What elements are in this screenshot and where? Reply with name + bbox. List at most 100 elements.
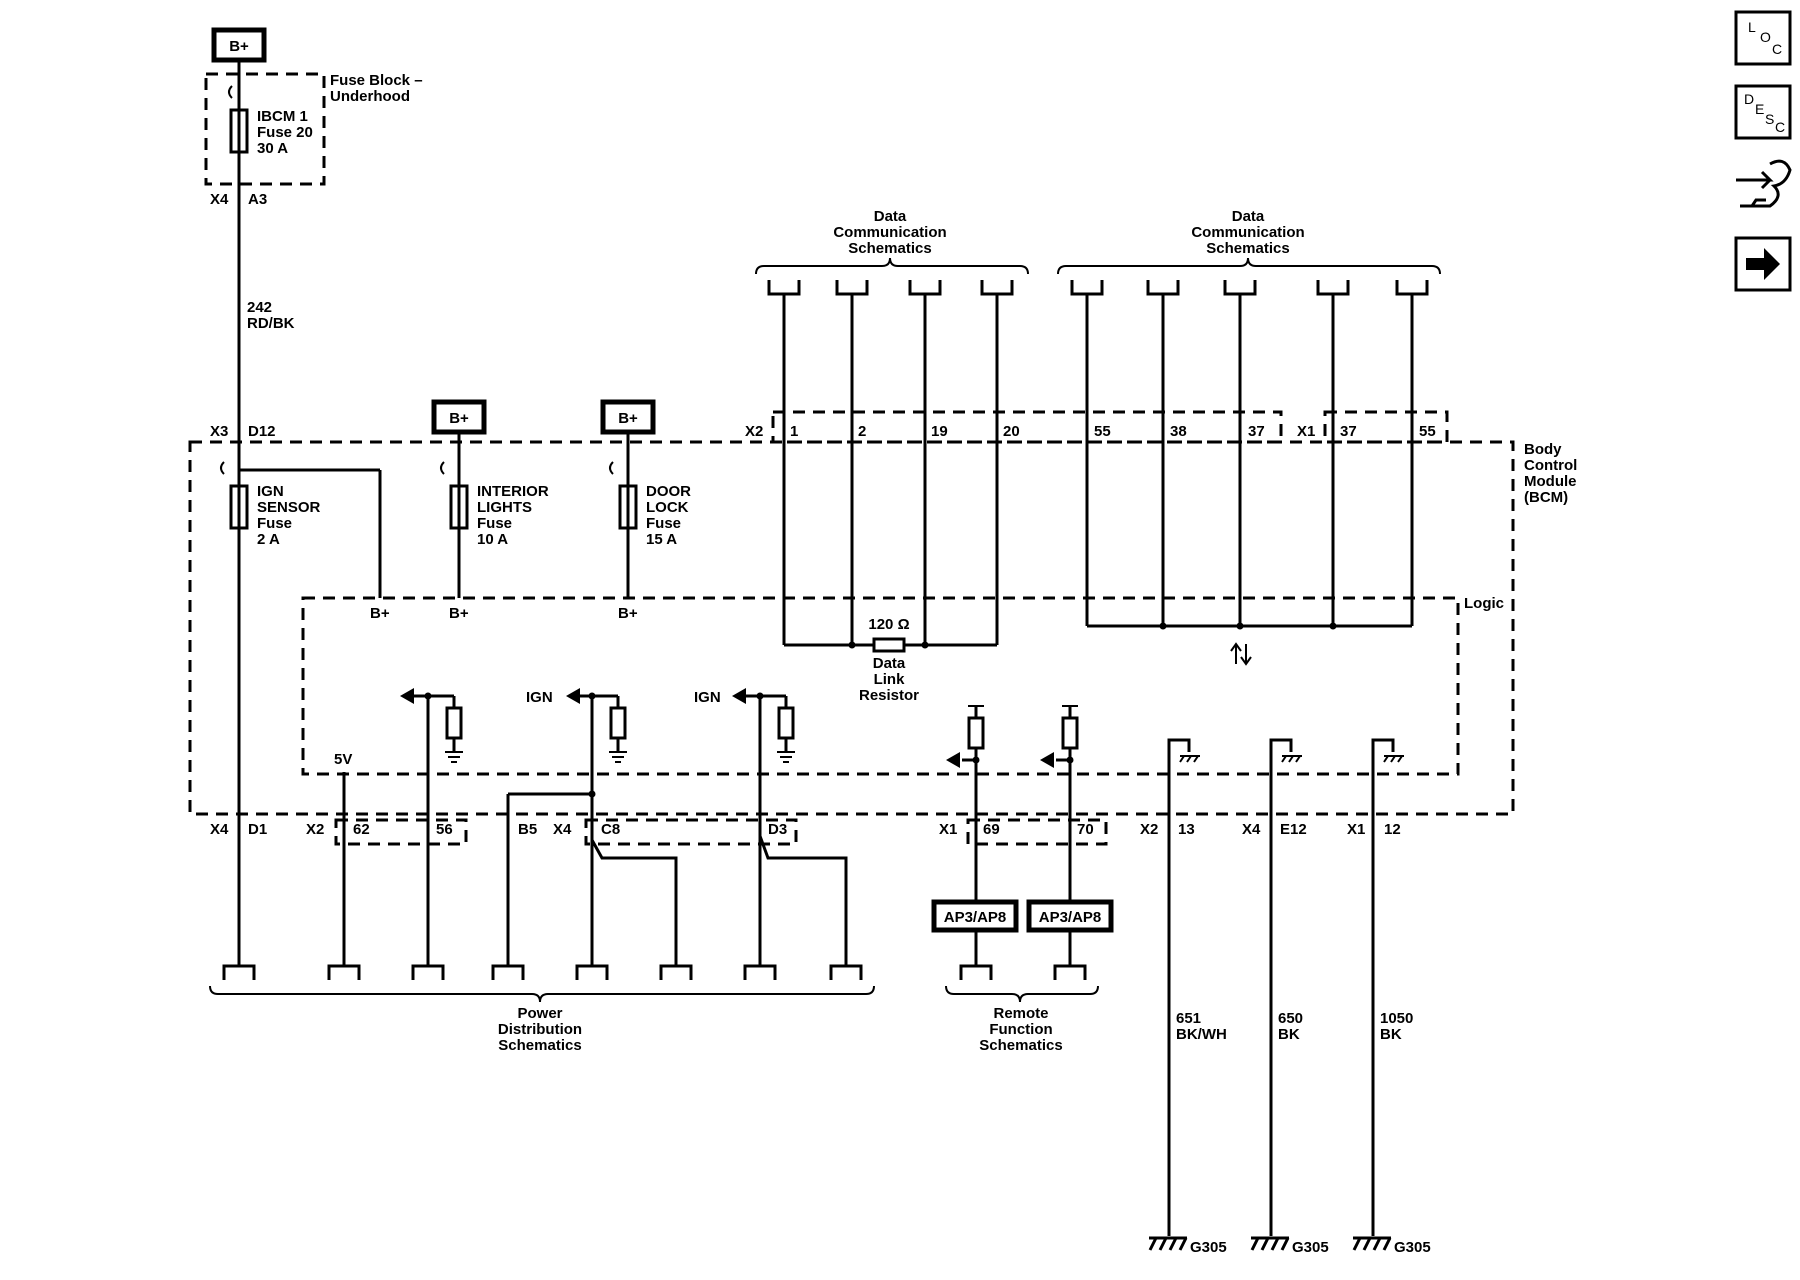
ign-fuse-line2: SENSOR xyxy=(257,499,321,516)
remote-function-cups xyxy=(959,964,1087,980)
wire-242-color: RD/BK xyxy=(247,315,295,332)
x1-pin-37: 37 xyxy=(1340,423,1357,440)
x4-bottom-connector xyxy=(584,818,798,846)
x1-bottom-connector xyxy=(966,818,1108,846)
pin-62: 62 xyxy=(353,821,370,838)
conn-x4-bottom: X4 xyxy=(210,821,229,838)
pin-13: 13 xyxy=(1178,821,1195,838)
b-plus-label-door: B+ xyxy=(618,410,638,427)
x2-pin-55: 55 xyxy=(1094,423,1111,440)
loc-button[interactable]: L O C xyxy=(1734,10,1792,66)
bcm-label-1: Body xyxy=(1524,441,1562,458)
pin-56: 56 xyxy=(436,821,453,838)
double-arrow-icon xyxy=(1736,170,1774,190)
ap-label-2: AP3/AP8 xyxy=(1039,909,1102,926)
connector-tools-button[interactable] xyxy=(1736,159,1792,208)
ign-label-1: IGN xyxy=(526,689,553,706)
conn-x4-top: X4 xyxy=(210,191,229,208)
bplus-logic-1: B+ xyxy=(370,605,390,622)
circuit-56 xyxy=(400,688,463,965)
remote-brace xyxy=(945,985,1099,1003)
gw2-color: BK xyxy=(1278,1026,1300,1043)
power-dist-brace xyxy=(209,985,875,1003)
conn-d1: D1 xyxy=(248,821,267,838)
circuit-d3 xyxy=(732,688,848,965)
ground-label-3: G305 xyxy=(1394,1239,1431,1256)
svg-text:O: O xyxy=(1760,29,1771,45)
wire-242-num: 242 xyxy=(247,299,272,316)
conn-x2-bottom: X2 xyxy=(306,821,324,838)
fuse-block-label-2: Underhood xyxy=(330,88,410,105)
wrench-icon xyxy=(1750,159,1792,208)
pin-70: 70 xyxy=(1077,821,1094,838)
pin-d3: D3 xyxy=(768,821,787,838)
down-arrow-icon xyxy=(1240,644,1252,666)
svg-text:C: C xyxy=(1772,41,1782,57)
data-comm-1-brace xyxy=(755,257,1029,275)
conn-x4-c8: X4 xyxy=(553,821,572,838)
remote-line1: Remote xyxy=(993,1005,1048,1022)
circuit-69 xyxy=(946,705,985,916)
ground-symbols xyxy=(1148,1236,1392,1251)
ign-fuse-line1: IGN xyxy=(257,483,284,500)
interior-fuse-line3: Fuse xyxy=(477,515,512,532)
remote-line3: Schematics xyxy=(979,1037,1062,1054)
next-button[interactable] xyxy=(1734,236,1792,292)
pin-c8: C8 xyxy=(601,821,620,838)
interior-fuse-line4: 10 A xyxy=(477,531,508,548)
data-link-resistor-icon xyxy=(872,637,906,653)
door-fuse-line3: Fuse xyxy=(646,515,681,532)
ibcm-fuse-line1: IBCM 1 xyxy=(257,108,308,125)
gw3-num: 1050 xyxy=(1380,1010,1413,1027)
pin-69: 69 xyxy=(983,821,1000,838)
pin-12: 12 xyxy=(1384,821,1401,838)
data-comm-2-brace xyxy=(1057,257,1441,275)
x2-pin-19: 19 xyxy=(931,423,948,440)
bplus-logic-2: B+ xyxy=(449,605,469,622)
data-comm-2-line1: Data xyxy=(1232,208,1265,225)
five-v-label: 5V xyxy=(334,751,352,768)
ground-label-2: G305 xyxy=(1292,1239,1329,1256)
interior-fuse-line2: LIGHTS xyxy=(477,499,532,516)
gw1-num: 651 xyxy=(1176,1010,1201,1027)
circuit-c8 xyxy=(506,688,678,965)
conn-d12: D12 xyxy=(248,423,276,440)
desc-button[interactable]: D E S C xyxy=(1734,84,1792,140)
x2-pin-37: 37 xyxy=(1248,423,1265,440)
data-comm-1-wires xyxy=(767,280,1014,653)
resistor-value: 120 Ω xyxy=(868,616,909,633)
ground-label-1: G305 xyxy=(1190,1239,1227,1256)
internal-grounds xyxy=(1167,738,1404,965)
door-fuse-line2: LOCK xyxy=(646,499,689,516)
ibcm-fuse-line3: 30 A xyxy=(257,140,288,157)
pin-b5: B5 xyxy=(518,821,537,838)
data-comm-1-line1: Data xyxy=(874,208,907,225)
loc-icon xyxy=(1734,10,1792,66)
logic-label: Logic xyxy=(1464,595,1504,612)
ign-sensor-fuse-icon xyxy=(229,484,249,530)
interior-fuse-line1: INTERIOR xyxy=(477,483,549,500)
x2-pin-20: 20 xyxy=(1003,423,1020,440)
data-comm-2-wires xyxy=(1070,280,1429,666)
ign-fuse-line3: Fuse xyxy=(257,515,292,532)
power-dist-line1: Power xyxy=(517,1005,562,1022)
resistor-line3: Resistor xyxy=(859,687,919,704)
data-comm-1-line2: Communication xyxy=(833,224,946,241)
conn-x1-bottom: X1 xyxy=(939,821,957,838)
ign-label-2: IGN xyxy=(694,689,721,706)
conn-x1-12: X1 xyxy=(1347,821,1365,838)
svg-text:D: D xyxy=(1744,91,1754,107)
data-comm-2-line3: Schematics xyxy=(1206,240,1289,257)
bplus-logic-3: B+ xyxy=(618,605,638,622)
b-plus-label-interior: B+ xyxy=(449,410,469,427)
data-comm-2-line2: Communication xyxy=(1191,224,1304,241)
pin-e12: E12 xyxy=(1280,821,1307,838)
x1-top-connector xyxy=(1323,410,1449,444)
x2-pin-38: 38 xyxy=(1170,423,1187,440)
conn-x4-e12: X4 xyxy=(1242,821,1261,838)
data-comm-1-line3: Schematics xyxy=(848,240,931,257)
desc-icon xyxy=(1734,84,1792,140)
interior-fuse-icon xyxy=(449,484,469,530)
circuit-70 xyxy=(1040,705,1079,916)
